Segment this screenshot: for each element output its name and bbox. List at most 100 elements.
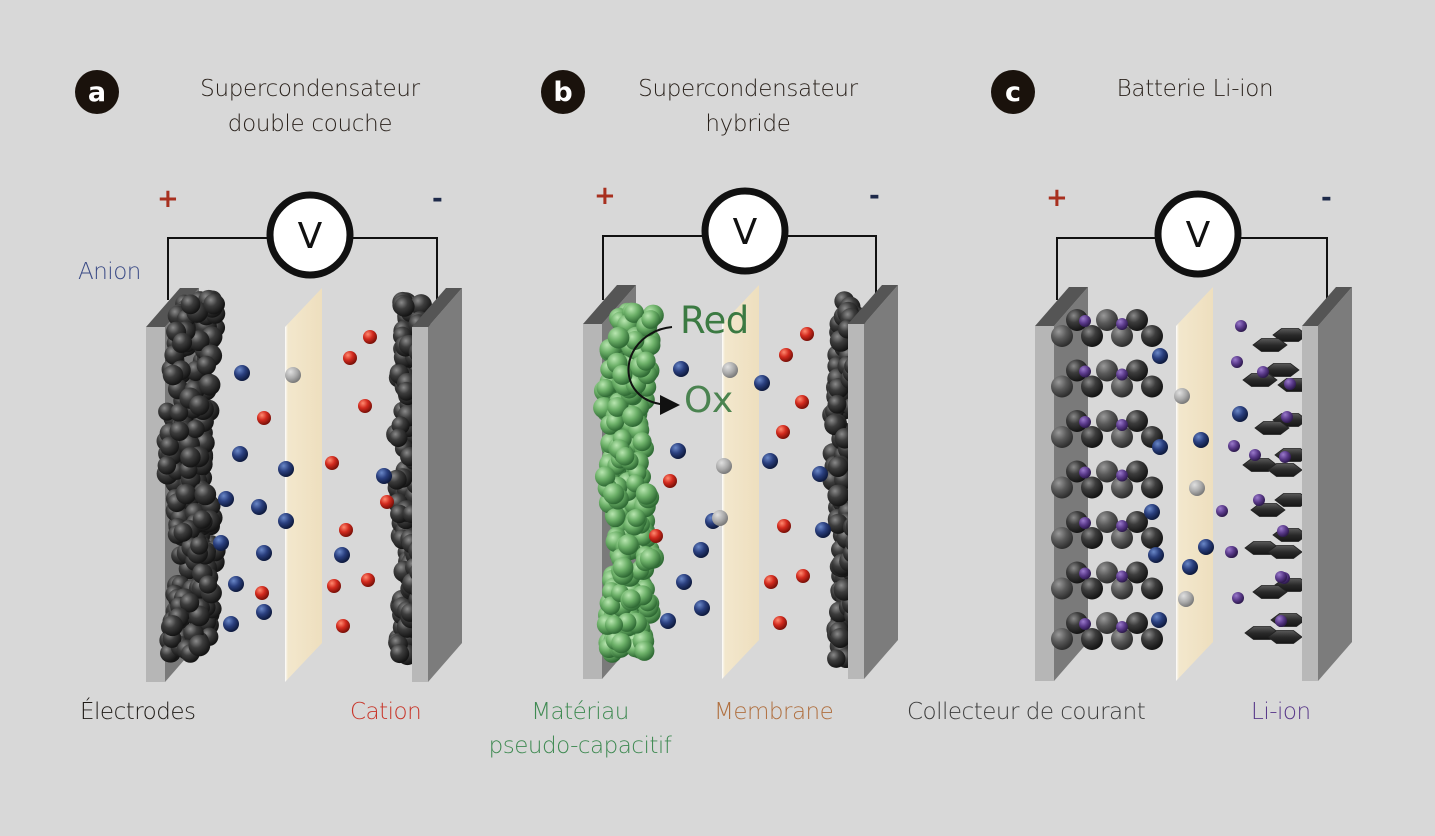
panel-b-voltmeter: V xyxy=(602,187,877,300)
cathode-atom xyxy=(1141,628,1163,650)
intercalated-li xyxy=(1079,567,1091,580)
panel-a-right-carbon-particle xyxy=(410,294,432,316)
cathode-atom xyxy=(1126,460,1148,483)
panel-a-right-electrode-front xyxy=(412,327,428,682)
panel-a-left-carbon-particle xyxy=(162,615,184,637)
cathode-atom xyxy=(1051,476,1073,499)
panel-a-left-carbon-particle xyxy=(169,421,190,441)
panel-c-title-line1: Batterie Li-ion xyxy=(1116,76,1274,102)
panel-c-plus-sign: + xyxy=(1046,183,1068,213)
panel-b-anion xyxy=(673,361,689,377)
panel-c-title: Batterie Li-ion xyxy=(1045,72,1345,107)
panel-b-anion xyxy=(694,600,710,616)
panel-a-anion xyxy=(256,604,272,620)
panel-a-cation xyxy=(363,330,377,344)
panel-b-right-electrode-top xyxy=(848,285,898,324)
panel-c-li-ion xyxy=(1228,440,1240,452)
panel-c-anion xyxy=(1152,348,1168,364)
panel-b-ion-behind-membrane xyxy=(712,510,728,526)
panel-a-voltmeter: V xyxy=(167,191,438,300)
panel-a-voltmeter-label: V xyxy=(298,216,323,257)
panel-a-anion xyxy=(232,446,248,462)
panel-b-ion-behind-membrane xyxy=(722,362,738,378)
panel-c-anion xyxy=(1232,406,1248,422)
panel-c-li-ion xyxy=(1275,615,1287,627)
panel-a-left-carbon-particle xyxy=(194,483,217,506)
panel-c-anion xyxy=(1148,547,1164,563)
intercalated-li xyxy=(1079,416,1091,428)
panel-b-pseudo-capacitive-material-particle xyxy=(636,351,656,371)
cathode-atom xyxy=(1051,325,1073,347)
panel-a-right-carbon-particle xyxy=(394,296,415,317)
graphite-hexagon xyxy=(1264,363,1300,377)
cathode-atom xyxy=(1126,359,1148,382)
cathode-atom xyxy=(1081,476,1103,499)
panel-c-anion xyxy=(1182,559,1198,575)
panel-a-left-carbon-particle xyxy=(189,395,210,416)
panel-b-cation xyxy=(796,569,810,583)
panel-a-cation xyxy=(343,351,357,365)
panel-b-cation xyxy=(764,575,778,589)
panel-b-left-electrode-top xyxy=(583,285,636,324)
panel-b-anion xyxy=(815,522,831,538)
panel-b-right-electrode xyxy=(848,285,898,679)
panel-b-right-electrode-side xyxy=(864,285,898,679)
panel-b-title: Supercondensateur hybride xyxy=(598,72,898,142)
panel-b-pseudo-capacitive-material-particle xyxy=(632,432,652,452)
cathode-atom xyxy=(1111,527,1133,549)
panel-b-pseudo-capacitive-material-particle xyxy=(612,364,633,385)
panel-b-anion xyxy=(660,613,676,629)
panel-b-anion xyxy=(670,443,686,459)
panel-b-right-carbon-particle xyxy=(830,627,851,648)
panel-a-anion xyxy=(334,547,350,563)
panel-b-right-electrode-front xyxy=(848,324,864,679)
intercalated-li xyxy=(1116,520,1128,532)
panel-b-cation xyxy=(777,519,791,533)
intercalated-li xyxy=(1116,570,1128,583)
panel-c-left-collector-top xyxy=(1035,287,1088,326)
panel-b-cation xyxy=(795,395,809,409)
panel-a-right-carbon-particle xyxy=(389,428,408,448)
panel-a-right-electrode-side xyxy=(428,288,462,682)
panel-b-membrane xyxy=(722,285,759,679)
panel-c-li-ion xyxy=(1277,525,1289,537)
panel-a-left-carbon-particle xyxy=(186,419,205,439)
pseudo-material-line1: Matériau xyxy=(531,699,629,725)
panel-a-left-carbon-particle xyxy=(157,456,177,475)
panel-b-pseudo-capacitive-material xyxy=(593,302,665,663)
panel-c-li-ion xyxy=(1275,571,1287,583)
cathode-atom xyxy=(1096,410,1118,432)
cathode-atom xyxy=(1096,460,1118,483)
panel-a-cation xyxy=(361,573,375,587)
panel-c-ion-behind-membrane xyxy=(1189,480,1205,496)
panel-c-li-ion xyxy=(1253,494,1265,506)
intercalated-li xyxy=(1116,621,1128,633)
intercalated-li xyxy=(1116,368,1128,381)
panel-a-anion xyxy=(278,461,294,477)
panel-c-graphite-anode xyxy=(1242,328,1313,644)
panel-a-left-carbon-particle xyxy=(203,293,225,315)
panel-c-li-ion xyxy=(1257,366,1269,378)
panel-a-voltmeter-circle xyxy=(266,191,354,279)
panel-c-li-ion xyxy=(1216,505,1228,517)
panel-b-pseudo-capacitive-material-particle xyxy=(603,483,625,505)
panel-b-pseudo-capacitive-material-particle xyxy=(594,466,616,487)
intercalated-li xyxy=(1116,469,1128,482)
panel-a-left-carbon-particle xyxy=(172,332,193,353)
panel-b-voltmeter-label: V xyxy=(733,212,758,253)
panel-b-cation xyxy=(779,348,793,362)
panel-b-pseudo-capacitive-material-particle xyxy=(639,548,661,570)
cathode-atom xyxy=(1141,476,1163,499)
panel-b-right-carbon-particle xyxy=(827,649,846,668)
li-ion-label: Li-ion xyxy=(1251,699,1311,725)
cathode-atom xyxy=(1081,426,1103,448)
panel-a-title-line2: double couche xyxy=(227,111,393,137)
panel-b-anion xyxy=(693,542,709,558)
cathode-atom xyxy=(1111,375,1133,398)
cathode-atom xyxy=(1141,527,1163,549)
panel-b-right-carbon-particle xyxy=(827,484,850,507)
panel-b-minus-sign: - xyxy=(869,181,880,211)
cathode-atom xyxy=(1096,561,1118,584)
panel-c-ion-behind-membrane xyxy=(1174,388,1190,404)
panel-a-cation xyxy=(380,495,394,509)
